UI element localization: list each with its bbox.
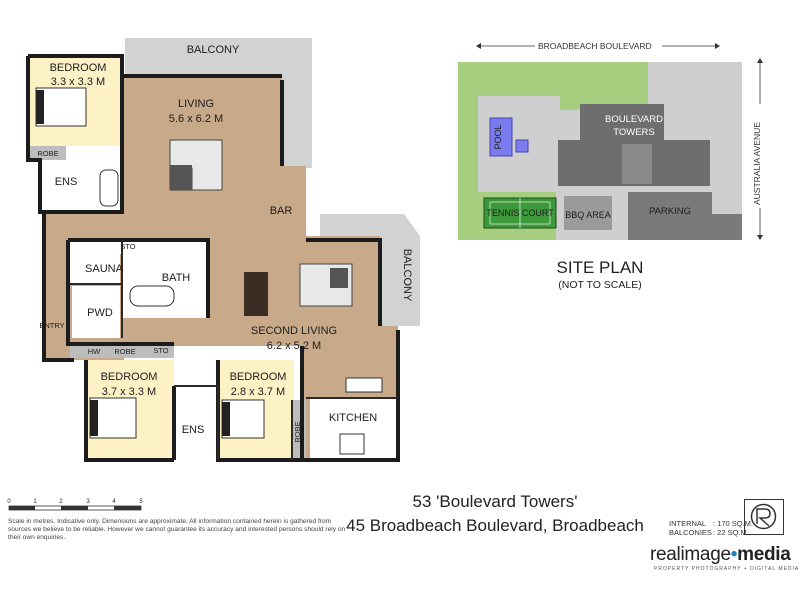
site-plan-title: SITE PLAN	[556, 258, 644, 277]
sto2-label: STO	[153, 346, 168, 355]
site-pool-label: POOL	[493, 124, 503, 149]
ens2-floor	[174, 386, 218, 460]
fridge-label: F	[300, 387, 305, 396]
internal-area-label: INTERNAL	[669, 519, 707, 528]
pwd-floor	[72, 286, 120, 338]
internal-area-value: : 170 SQ.M.	[713, 519, 754, 528]
logo-mark	[744, 499, 784, 535]
street-broadbeach-label: BROADBEACH BOULEVARD	[538, 41, 652, 51]
property-address: 45 Broadbeach Boulevard, Broadbeach	[346, 516, 644, 535]
balcony-top-area	[125, 38, 312, 168]
living-size: 5.6 x 6.2 M	[169, 113, 223, 125]
thin-walls	[70, 240, 398, 460]
site-pool	[489, 117, 513, 157]
brand-tagline: PROPERTY PHOTOGRAPHY + DIGITAL MEDIA	[654, 566, 800, 572]
second-living-label: SECOND LIVING	[251, 325, 337, 337]
site-building-label-2: TOWERS	[613, 127, 655, 138]
walls	[26, 54, 400, 462]
entry-label: ENTRY	[39, 321, 64, 330]
site-parking-label: PARKING	[649, 206, 691, 217]
site-building-label-1: BOULEVARD	[605, 114, 663, 125]
site-parking-corner	[712, 188, 742, 214]
site-bbq-area	[564, 196, 612, 230]
hw-label: HW	[88, 347, 101, 356]
bedroom1-size: 3.3 x 3.3 M	[51, 76, 105, 88]
robe1-label: ROBE	[37, 149, 58, 158]
site-building-core	[622, 144, 652, 184]
site-plan-subtitle: (NOT TO SCALE)	[558, 279, 642, 291]
kitchen-label: KITCHEN	[329, 412, 377, 424]
balcony-top-label: BALCONY	[187, 44, 240, 56]
brand-logo: realimage•media	[650, 544, 791, 566]
robe2-label: ROBE	[114, 347, 135, 356]
bedroom2-size: 3.7 x 3.3 M	[102, 386, 156, 398]
scale-bar	[8, 505, 142, 511]
furniture	[35, 87, 383, 455]
brand-name-part1: realimage	[650, 544, 731, 565]
bedroom1-label: BEDROOM	[50, 62, 107, 74]
disclaimer-text: Scale in metres. Indicative only. Dimens…	[8, 518, 346, 541]
scale-tick-4: 4	[112, 499, 116, 505]
scale-ticks: 0 1 2 3 4 5	[7, 499, 143, 505]
second-living-size: 6.2 x 5.2 M	[267, 340, 321, 352]
street-australia-label: AUSTRALIA AVENUE	[752, 122, 762, 205]
bath-label: BATH	[162, 272, 191, 284]
sto1-label: STO	[120, 242, 135, 251]
ens2-label: ENS	[182, 424, 205, 436]
bedroom2-label: BEDROOM	[101, 371, 158, 383]
area-summary: INTERNAL : 170 SQ.M. BALCONIES: 22 SQ.M.	[669, 519, 753, 537]
scale-tick-2: 2	[59, 499, 63, 505]
balconies-area-value: : 22 SQ.M.	[713, 528, 749, 537]
balconies-area-label: BALCONIES	[669, 528, 712, 537]
sauna-label: SAUNA	[85, 263, 124, 275]
pwd-label: PWD	[87, 307, 113, 319]
bedroom3-size: 2.8 x 3.7 M	[231, 386, 285, 398]
site-tennis-label: TENNIS COURT	[486, 208, 554, 218]
ens1-label: ENS	[55, 176, 78, 188]
scale-tick-0: 0	[7, 499, 11, 505]
site-spa	[515, 139, 529, 153]
property-title: 53 'Boulevard Towers'	[412, 492, 578, 511]
brand-name-part2: media	[737, 544, 791, 565]
bar-label: BAR	[270, 205, 293, 217]
bedroom3-label: BEDROOM	[230, 371, 287, 383]
scale-tick-1: 1	[33, 499, 37, 505]
site-bbq-label: BBQ AREA	[565, 210, 611, 220]
brand-dot: •	[730, 544, 738, 565]
scale-tick-3: 3	[86, 499, 90, 505]
balcony-right-area	[320, 214, 420, 326]
robe3-label: ROBE	[293, 421, 302, 442]
robe-strip-bottom	[70, 344, 174, 358]
robe1-floor	[30, 146, 66, 160]
floor-area	[44, 76, 398, 460]
balcony-right-label: BALCONY	[401, 249, 413, 302]
sauna-floor	[70, 240, 120, 284]
scale-tick-5: 5	[139, 499, 143, 505]
site-plan: POOL BOULEVARD TOWERS TENNIS COURT BBQ A…	[458, 43, 763, 240]
living-label: LIVING	[178, 98, 214, 110]
